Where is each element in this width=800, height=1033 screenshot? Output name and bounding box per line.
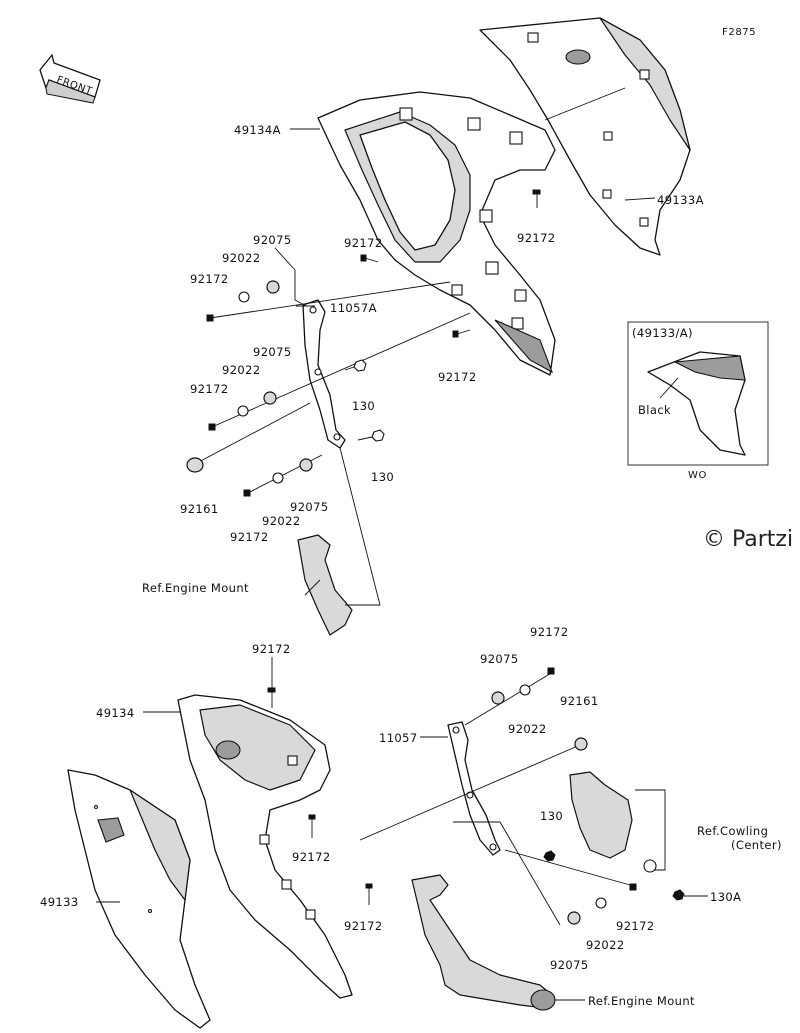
screw-92172-upper-mid <box>360 254 379 263</box>
leader-lines-upper <box>274 87 656 307</box>
label-92161-b: 92161 <box>560 694 599 708</box>
inset-region: WO <box>688 470 707 481</box>
ref-engine-mount-upper <box>297 447 381 636</box>
label-92172-a: 92172 <box>344 236 383 250</box>
label-11057: 11057 <box>379 731 418 745</box>
label-ref-engine-mount-b: Ref.Engine Mount <box>588 994 695 1008</box>
part-49133-outer-panel <box>67 769 211 1029</box>
hardware-stack-upper-1 <box>206 280 451 322</box>
nut-130-upper <box>344 359 385 442</box>
label-92022-e: 92022 <box>586 938 625 952</box>
front-arrow-icon: FRONT <box>39 53 101 104</box>
label-92022-b: 92022 <box>222 363 261 377</box>
label-49134A: 49134A <box>234 123 281 137</box>
label-130-b: 130 <box>371 470 394 484</box>
label-92172-f: 92172 <box>230 530 269 544</box>
label-130-a: 130 <box>352 399 375 413</box>
label-49133: 49133 <box>40 895 79 909</box>
label-92075-d: 92075 <box>480 652 519 666</box>
inset-49133A-variant <box>627 321 769 466</box>
inset-color-label: Black <box>638 403 671 417</box>
part-11057-bracket <box>447 721 501 856</box>
ref-cowling-center <box>569 771 666 871</box>
label-92172-k: 92172 <box>616 919 655 933</box>
label-49134: 49134 <box>96 706 135 720</box>
leader-lines-lower <box>96 579 448 903</box>
label-92075-c: 92075 <box>290 500 329 514</box>
label-92075-e: 92075 <box>550 958 589 972</box>
hardware-stack-lower <box>359 667 708 926</box>
figure-code: F2875 <box>722 27 756 38</box>
label-49133A: 49133A <box>657 193 704 207</box>
label-92161-a: 92161 <box>180 502 219 516</box>
screw-92172-upper-right <box>532 189 541 208</box>
label-92172-j: 92172 <box>344 919 383 933</box>
label-92022-d: 92022 <box>508 722 547 736</box>
label-ref-cowling-1: Ref.Cowling <box>697 824 768 838</box>
label-92172-g: 92172 <box>252 642 291 656</box>
ref-engine-mount-lower <box>411 874 585 1011</box>
inset-title: (49133/A) <box>632 326 693 340</box>
part-49134-inner-panel <box>177 694 353 999</box>
screw-92172-upper-lower <box>452 329 471 338</box>
label-92172-i: 92172 <box>292 850 331 864</box>
label-92172-c: 92172 <box>190 272 229 286</box>
part-49134A-inner-cover <box>317 91 556 376</box>
part-49133A-fairing <box>479 17 691 256</box>
part-11057A-bracket <box>302 299 346 449</box>
label-92022-a: 92022 <box>222 251 261 265</box>
label-92172-b: 92172 <box>517 231 556 245</box>
label-ref-cowling-2: (Center) <box>731 838 782 852</box>
label-92075-b: 92075 <box>253 345 292 359</box>
label-11057A: 11057A <box>330 301 377 315</box>
watermark: © Partzi <box>703 527 793 552</box>
hardware-stack-upper-2 <box>208 312 471 431</box>
label-92172-d: 92172 <box>438 370 477 384</box>
hardware-stack-upper-3 <box>186 402 323 497</box>
label-92172-h: 92172 <box>530 625 569 639</box>
label-130-c: 130 <box>540 809 563 823</box>
label-130A: 130A <box>710 890 741 904</box>
label-ref-engine-mount-a: Ref.Engine Mount <box>142 581 249 595</box>
screws-92172-lower-left <box>267 687 373 905</box>
label-92075-a: 92075 <box>253 233 292 247</box>
label-92022-c: 92022 <box>262 514 301 528</box>
label-92172-e: 92172 <box>190 382 229 396</box>
